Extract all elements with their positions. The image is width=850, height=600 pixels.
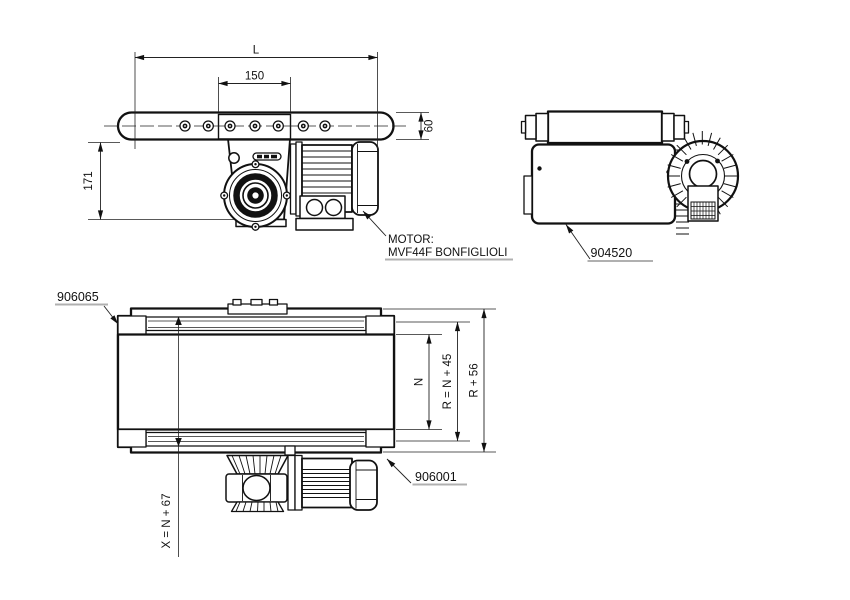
dim-belt-height-text: 60 bbox=[424, 120, 436, 133]
screw bbox=[537, 166, 542, 171]
dim-r-text: R = N + 45 bbox=[442, 354, 454, 410]
dim-drive-drop: 171 bbox=[83, 142, 234, 220]
dim-belt-height: 60 bbox=[396, 112, 436, 140]
drive-axis-line bbox=[175, 316, 182, 557]
front-view: L 150 60 171 MOTOR: MVF44F BONFIGLIO bbox=[83, 45, 513, 261]
cable-gland bbox=[305, 198, 324, 217]
dim-length: L bbox=[134, 45, 378, 149]
bracket-bolt bbox=[228, 152, 240, 164]
dim-belt-width-n: N bbox=[396, 334, 442, 430]
motor-body-plan bbox=[301, 457, 353, 509]
dim-length-text: L bbox=[253, 45, 260, 57]
drive-assembly-plan bbox=[225, 454, 378, 513]
label-904520: 904520 bbox=[565, 224, 653, 262]
drive-unit-part-number: 906001 bbox=[415, 470, 457, 484]
roller-assembly bbox=[520, 110, 690, 145]
motor-end-cap bbox=[351, 141, 379, 216]
fan-bolt bbox=[715, 158, 720, 164]
shaft-boss bbox=[688, 159, 718, 189]
label-906065: 906065 bbox=[55, 290, 119, 325]
belt-guide-part-number: 906065 bbox=[57, 290, 99, 304]
dim-n-text: N bbox=[414, 378, 426, 386]
dim-overall-width-x: X = N + 67 bbox=[161, 494, 173, 549]
belt-surface bbox=[116, 333, 396, 431]
side-part-number: 904520 bbox=[591, 246, 633, 260]
side-tab bbox=[523, 175, 533, 215]
dim-plate-width: 150 bbox=[218, 71, 291, 112]
motor-flange bbox=[287, 454, 296, 511]
strip-holes bbox=[179, 120, 331, 132]
gear-motor-front bbox=[289, 141, 379, 231]
label-motor: MOTOR: MVF44F BONFIGLIOLI bbox=[362, 210, 513, 261]
output-hub bbox=[242, 474, 271, 502]
fan-bolt bbox=[684, 159, 690, 164]
dim-x-text: X = N + 67 bbox=[161, 494, 173, 549]
mounting-plate bbox=[217, 113, 292, 140]
terminal-grid bbox=[690, 201, 716, 220]
motor-note-line2: MVF44F BONFIGLIOLI bbox=[388, 247, 508, 259]
side-view: 904520 bbox=[520, 110, 740, 262]
gearbox-flange bbox=[220, 152, 291, 231]
dim-r56-text: R + 56 bbox=[469, 363, 481, 397]
flange-bolts bbox=[220, 160, 291, 231]
dim-drive-drop-text: 171 bbox=[83, 171, 95, 190]
center-tabs bbox=[227, 298, 288, 315]
drive-body bbox=[523, 143, 677, 225]
dim-plate-width-text: 150 bbox=[245, 71, 264, 83]
plan-view: N R = N + 45 R + 56 X = N + 67 906065 90… bbox=[55, 290, 496, 557]
top-belt-guide bbox=[117, 315, 395, 336]
label-906001: 906001 bbox=[386, 458, 467, 486]
motor-fins bbox=[302, 150, 352, 194]
belt-top-strip bbox=[104, 111, 408, 141]
cable-gland bbox=[324, 198, 343, 217]
motor-fan-housing bbox=[666, 131, 740, 222]
motor-note-line1: MOTOR: bbox=[388, 234, 434, 246]
dim-frame-width-r56: R + 56 bbox=[383, 308, 496, 453]
motor-end-cap-plan bbox=[349, 459, 378, 511]
radial-fins bbox=[667, 131, 738, 215]
dim-roller-width-r: R = N + 45 bbox=[396, 321, 470, 442]
